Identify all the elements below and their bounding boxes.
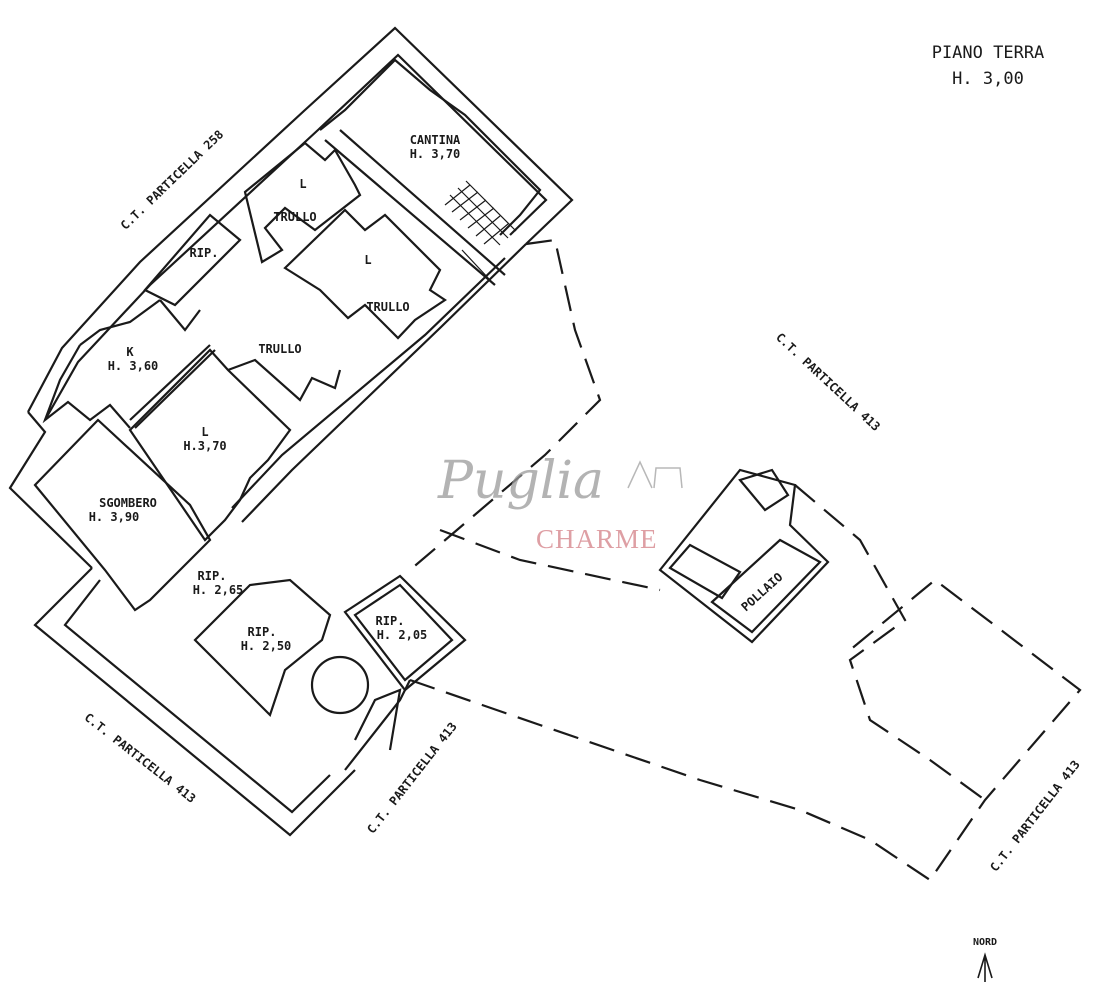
room-l-3: L — [201, 425, 208, 439]
room-l-3-height: H.3,70 — [183, 439, 226, 453]
building-walls — [8, 26, 574, 837]
plan-height: H. 3,00 — [952, 69, 1024, 89]
north-label: NORD — [973, 937, 997, 948]
parcel-label-413-east: C.T. PARTICELLA 413 — [773, 330, 883, 434]
staircase — [444, 180, 517, 281]
room-k: K — [126, 345, 134, 359]
watermark-logo: Puglia CHARME — [437, 451, 683, 554]
room-k-height: H. 3,60 — [108, 359, 159, 373]
parcel-label-413-south: C.T. PARTICELLA 413 — [82, 710, 199, 806]
room-rip-1: RIP. — [190, 246, 219, 260]
room-l-1: L — [299, 177, 306, 191]
parcel-label-413-south-east: C.T. PARTICELLA 413 — [364, 720, 460, 837]
yard-boundaries — [409, 238, 1082, 882]
room-cantina-height: H. 3,70 — [410, 147, 461, 161]
room-trullo-3: TRULLO — [258, 342, 301, 356]
room-rip-3: RIP. — [248, 625, 277, 639]
room-trullo-2: TRULLO — [366, 300, 409, 314]
room-sgombero-height: H. 3,90 — [89, 510, 140, 524]
room-rip-2: RIP. — [198, 569, 227, 583]
room-sgombero: SGOMBERO — [99, 496, 157, 510]
north-arrow: NORD — [973, 937, 997, 982]
room-rip-3-height: H. 2,50 — [241, 639, 292, 653]
parcel-label-413-far-east: C.T. PARTICELLA 413 — [987, 758, 1083, 875]
room-rip-2-height: H. 2,65 — [193, 583, 244, 597]
room-trullo-1: TRULLO — [273, 210, 316, 224]
plan-title: PIANO TERRA — [932, 43, 1045, 63]
watermark-brand: CHARME — [536, 524, 658, 554]
room-pollaio: POLLAIO — [739, 570, 786, 614]
room-l-2: L — [364, 253, 371, 267]
pollaio-building — [658, 468, 830, 644]
room-rip-4: RIP. — [376, 614, 405, 628]
parcel-label-258: C.T. PARTICELLA 258 — [118, 127, 226, 232]
watermark-script: Puglia — [437, 451, 604, 511]
room-cantina: CANTINA — [410, 133, 461, 147]
room-rip-4-height: H. 2,05 — [377, 628, 428, 642]
north-arrow-icon — [977, 952, 993, 982]
